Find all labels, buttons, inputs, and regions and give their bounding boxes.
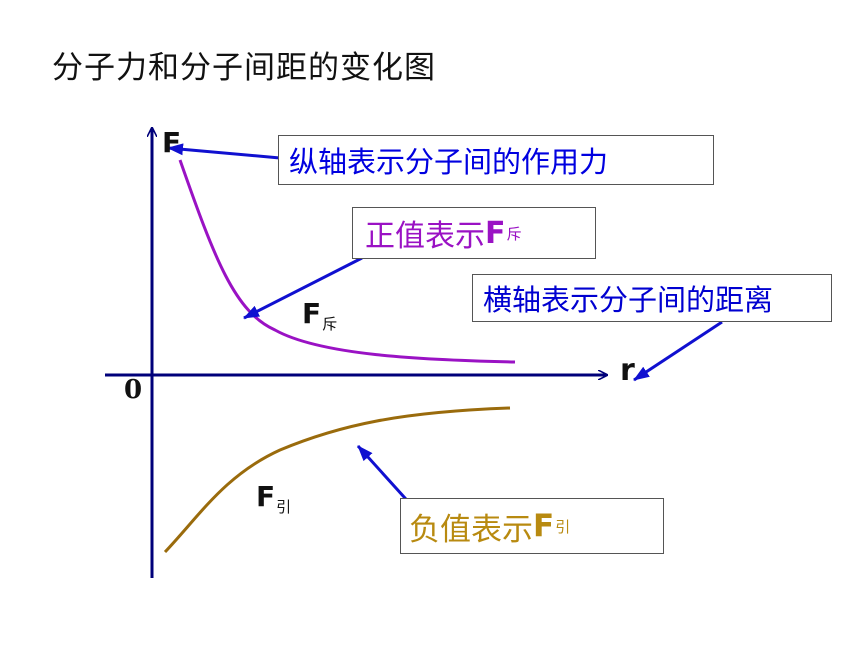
y-axis-note-text: 纵轴表示分子间的作用力 xyxy=(289,145,609,179)
negative-note-sub: 引 xyxy=(555,517,571,536)
negative-note-text: 负值表示 xyxy=(409,511,533,548)
attraction-curve xyxy=(163,406,511,554)
repulsion-label-main: F xyxy=(302,297,322,330)
y-axis-label: F xyxy=(162,126,182,159)
positive-note-text: 正值表示 xyxy=(365,219,485,254)
positive-note-main: F xyxy=(485,215,506,251)
attraction-curve-label: F引 xyxy=(256,480,291,517)
negative-note-arrow xyxy=(356,444,416,510)
page-title: 分子力和分子间距的变化图 xyxy=(52,50,436,86)
y-axis-note-arrow xyxy=(167,143,281,160)
negative-note-main: F xyxy=(533,508,555,544)
repulsion-curve-label: F斥 xyxy=(302,297,337,334)
origin-label: 0 xyxy=(124,375,143,405)
attraction-label-main: F xyxy=(256,480,276,513)
repulsion-curve xyxy=(178,159,516,364)
x-axis-note-text: 横轴表示分子间的距离 xyxy=(483,283,774,317)
repulsion-label-sub: 斥 xyxy=(322,315,338,333)
attraction-label-sub: 引 xyxy=(276,498,292,516)
positive-note-arrow xyxy=(243,256,363,320)
x-axis-note-arrow xyxy=(633,320,723,382)
y-axis-note-box: 纵轴表示分子间的作用力 xyxy=(278,135,714,185)
positive-note-sub: 斥 xyxy=(506,224,522,243)
x-axis-label: r xyxy=(620,353,635,388)
x-axis-note-box: 横轴表示分子间的距离 xyxy=(472,274,832,322)
